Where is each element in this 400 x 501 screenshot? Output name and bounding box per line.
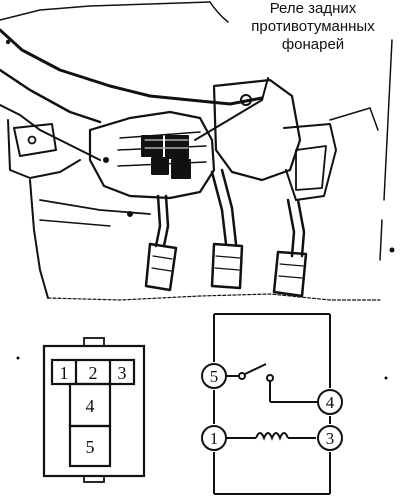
connector-pin-4: 4: [86, 396, 95, 416]
rear-fog-lamp-relay: [141, 135, 191, 179]
relay-coil: [255, 432, 289, 441]
switch-blade: [244, 363, 267, 375]
callout-line-2: противотуманных: [251, 18, 375, 35]
terminal-1-label: 1: [210, 429, 219, 448]
relay-schematic: [201, 313, 388, 495]
relay-callout-label: Реле задних противотуманных фонарей: [226, 0, 400, 54]
callout-line-1: Реле задних: [269, 0, 357, 17]
terminal-5-circle: [201, 363, 227, 389]
terminal-4-circle: [317, 389, 343, 415]
callout-leader-line: [194, 77, 269, 141]
schematic-terminal-labels: 5 4 1 3: [210, 367, 335, 448]
connector-pin-1: 1: [60, 363, 69, 383]
pedal-pad-left: [144, 242, 178, 292]
connector-pin-2: 2: [89, 363, 98, 383]
terminal-3-circle: [317, 425, 343, 451]
terminal-4-label: 4: [326, 393, 335, 412]
pedal-pad-middle: [210, 242, 244, 290]
connector-pin-5: 5: [86, 437, 95, 457]
pedal-pad-right: [272, 250, 308, 298]
terminal-3-label: 3: [326, 429, 335, 448]
relay-connector-diagram: [16, 337, 146, 483]
terminal-5-label: 5: [210, 367, 219, 386]
pedal-assembly-illustration: [0, 1, 395, 301]
connector-pin-3: 3: [118, 363, 127, 383]
callout-line-3: фонарей: [281, 36, 345, 53]
connector-pin-labels: 1 2 3 4 5: [60, 363, 127, 457]
terminal-1-circle: [201, 425, 227, 451]
